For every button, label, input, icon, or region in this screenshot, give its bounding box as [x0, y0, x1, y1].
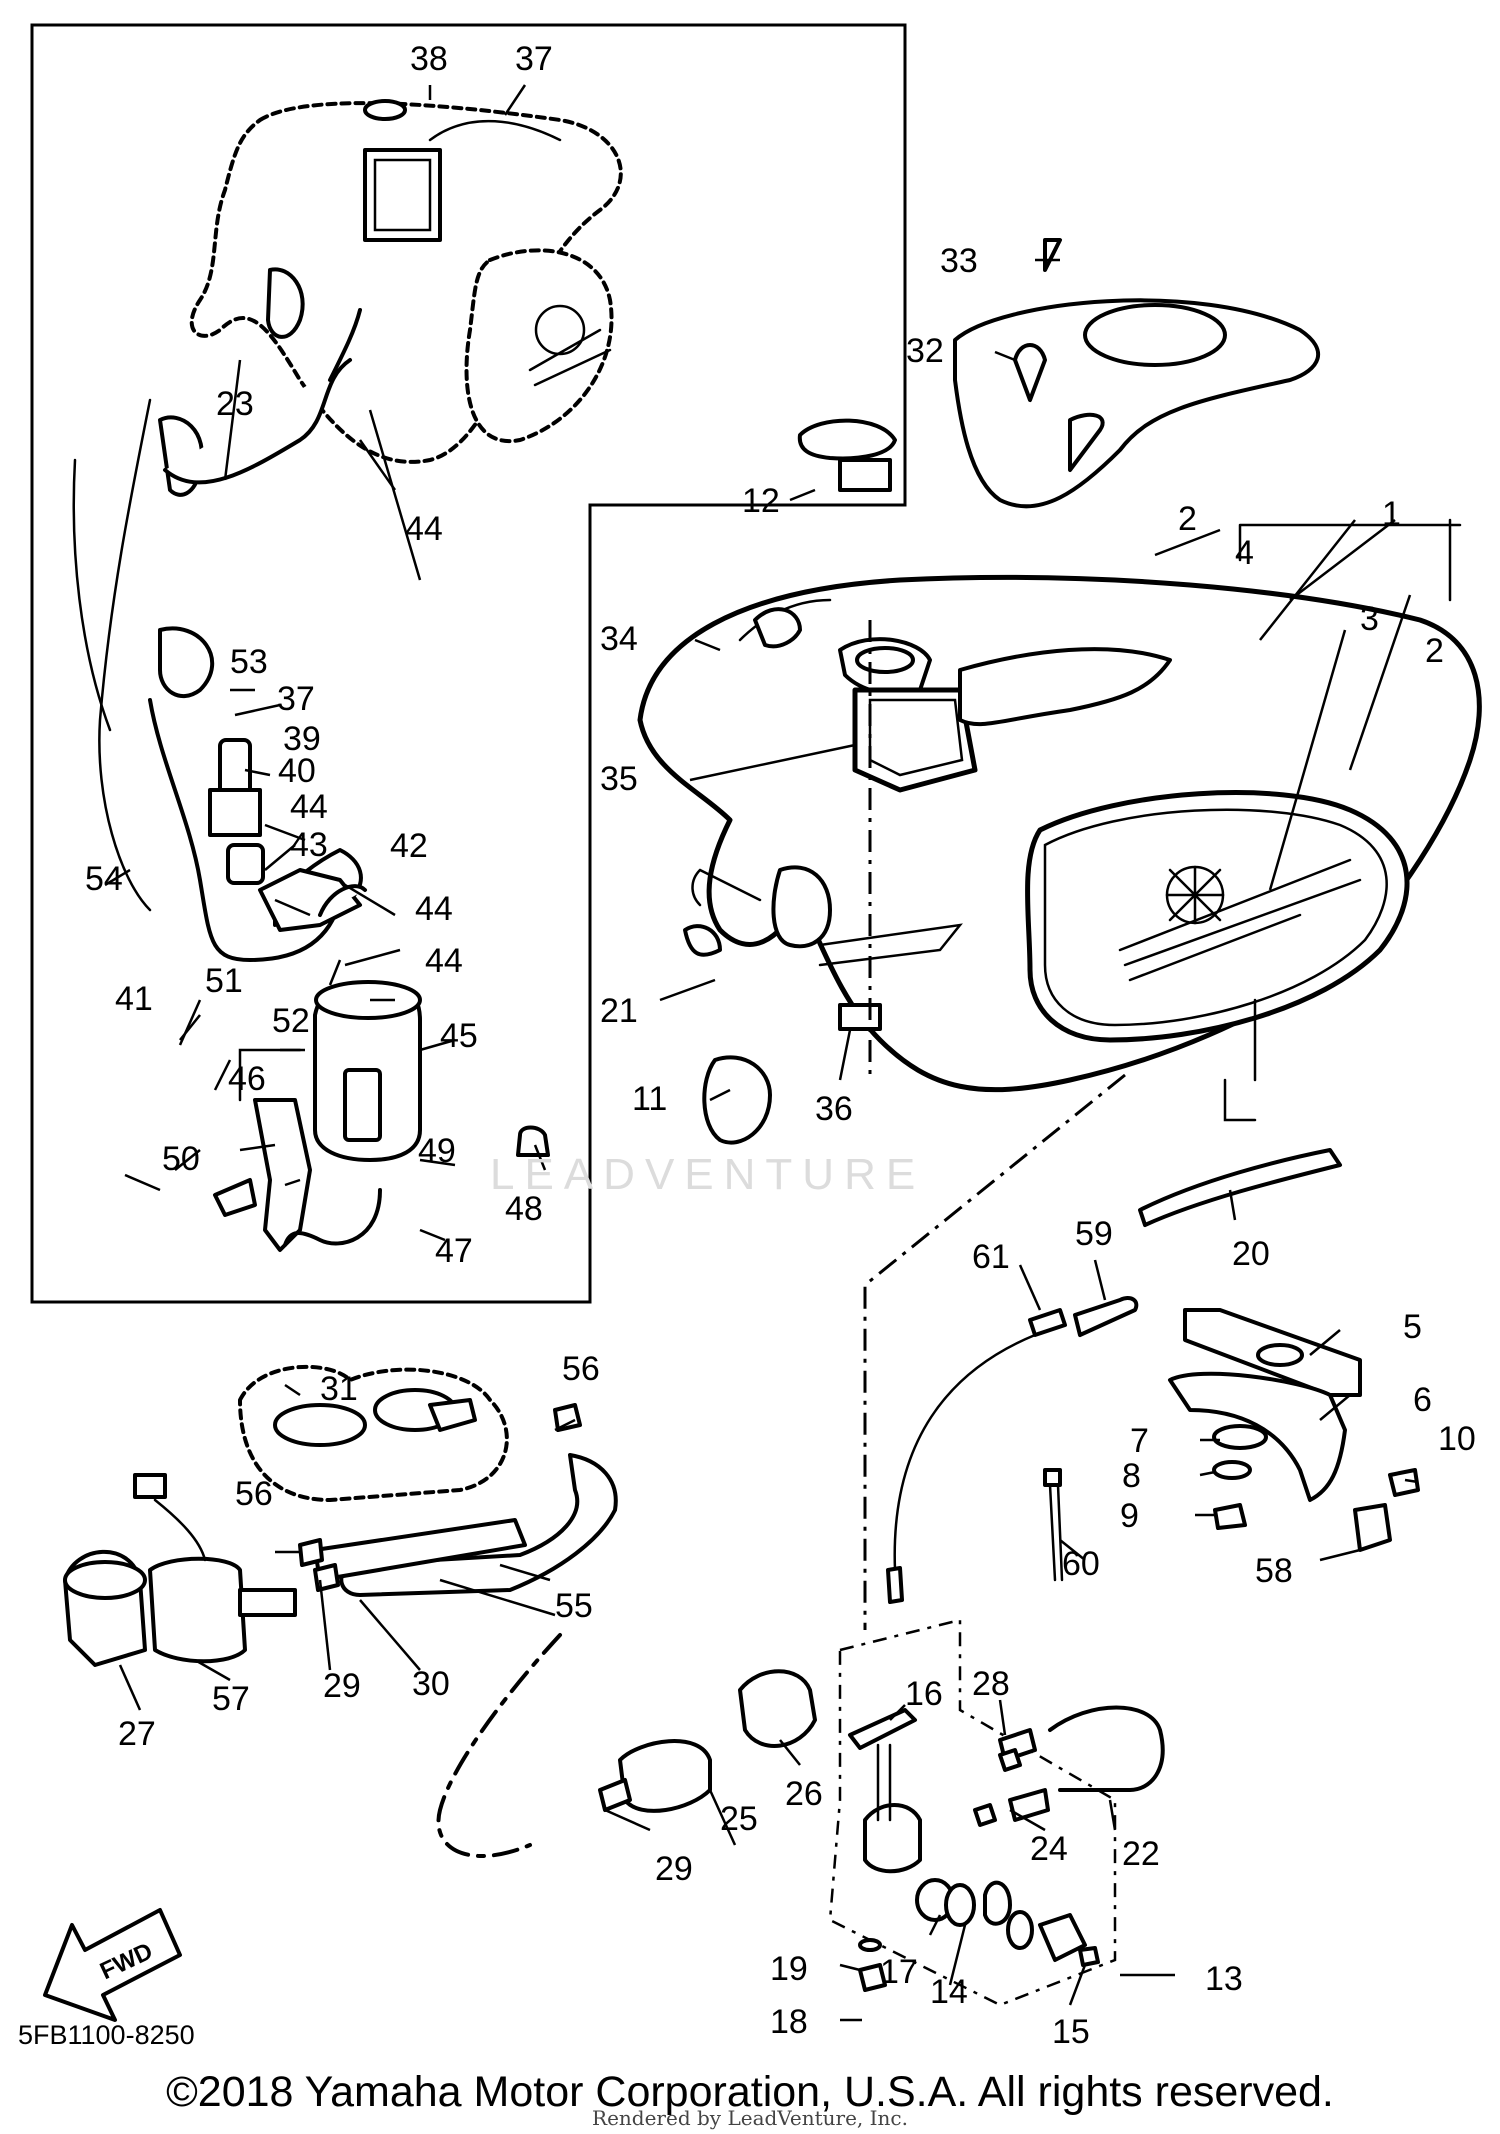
part-label: 34 [600, 620, 638, 658]
part-label: 4 [1235, 534, 1254, 572]
part-label: 5 [1403, 1308, 1422, 1346]
part-label: 43 [290, 826, 328, 864]
part-label: 22 [1122, 1835, 1160, 1873]
part-label: 30 [412, 1665, 450, 1703]
part-label: 16 [905, 1675, 943, 1713]
part-label: 17 [880, 1953, 918, 1991]
part-label: 46 [228, 1060, 266, 1098]
part-label: 44 [405, 510, 443, 548]
part-label: 31 [320, 1370, 358, 1408]
part-label: 44 [425, 942, 463, 980]
part-label: 48 [505, 1190, 543, 1228]
leader-lines [104, 84, 1419, 2022]
part-label: 59 [1075, 1215, 1113, 1253]
part-label: 3 [1360, 600, 1379, 638]
part-label: 21 [600, 992, 638, 1030]
part-label: 14 [930, 1973, 968, 2011]
part-label: 35 [600, 760, 638, 798]
part-label: 44 [290, 788, 328, 826]
fwd-arrow-icon: FWD [43, 1908, 182, 2022]
part-label: 23 [216, 385, 254, 423]
part-label: 10 [1438, 1420, 1476, 1458]
diagram-code: 5FB1100-8250 [18, 2020, 195, 2050]
cable-parts [886, 1296, 1139, 1604]
part-label: 20 [1232, 1235, 1270, 1273]
inset-border [30, 23, 907, 1304]
part-label: 56 [235, 1475, 273, 1513]
tank-cover [797, 238, 1321, 509]
part-label: 39 [283, 720, 321, 758]
part-label: 41 [115, 980, 153, 1018]
watermark: LEADVENTURE [490, 1150, 926, 1199]
part-label: 53 [230, 643, 268, 681]
part-label: 11 [632, 1080, 667, 1118]
part-label: 55 [555, 1587, 593, 1625]
part-label: 13 [1205, 1960, 1243, 1998]
part-label: 24 [1030, 1830, 1068, 1868]
part-label: 9 [1120, 1497, 1139, 1535]
reference-lines [863, 518, 1462, 1630]
part-label: 52 [272, 1002, 310, 1040]
part-label: 44 [415, 890, 453, 928]
part-label: 28 [972, 1665, 1010, 1703]
part-label: 2 [1425, 632, 1444, 670]
inset-tank [189, 99, 623, 464]
part-labels: 1 2 2 3 4 5 6 7 8 9 10 11 12 13 14 15 16… [85, 40, 1476, 2051]
part-label: 56 [562, 1350, 600, 1388]
part-label: 32 [906, 332, 944, 370]
part-label: 50 [162, 1140, 200, 1178]
part-label: 15 [1052, 2013, 1090, 2051]
rendered-by-notice: Rendered by LeadVenture, Inc. [592, 2106, 908, 2130]
part-label: 12 [742, 482, 780, 520]
part-label: 18 [770, 2003, 808, 2041]
part-label: 26 [785, 1775, 823, 1813]
part-label: 33 [940, 242, 978, 280]
part-label: 37 [515, 40, 553, 78]
part-label: 25 [720, 1800, 758, 1838]
part-label: 29 [655, 1850, 693, 1888]
part-label: 60 [1062, 1545, 1100, 1583]
inset-pump-assembly [72, 308, 550, 1252]
part-label: 47 [435, 1232, 473, 1270]
tank-mount-parts [683, 924, 1420, 1552]
copyright-notice: ©2018 Yamaha Motor Corporation, U.S.A. A… [166, 2068, 1334, 2116]
part-label: 54 [85, 860, 123, 898]
intake-parts [63, 1364, 618, 1859]
part-label: 6 [1413, 1381, 1432, 1419]
fuel-tank-main [637, 574, 1482, 1093]
part-label: 45 [440, 1017, 478, 1055]
part-label: 8 [1122, 1457, 1141, 1495]
part-label: 7 [1130, 1422, 1149, 1460]
part-label: 49 [418, 1132, 456, 1170]
part-label: 19 [770, 1950, 808, 1988]
part-label: 1 [1382, 495, 1401, 533]
part-label: 38 [410, 40, 448, 78]
part-label: 61 [972, 1238, 1010, 1276]
part-label: 36 [815, 1090, 853, 1128]
part-label: 58 [1255, 1552, 1293, 1590]
part-label: 37 [277, 680, 315, 718]
part-label: 29 [323, 1667, 361, 1705]
petcock-assembly [598, 1618, 1165, 2007]
part-label: 51 [205, 962, 243, 1000]
part-label: 2 [1178, 500, 1197, 538]
part-label: 40 [278, 752, 316, 790]
part-label: 42 [390, 827, 428, 865]
part-label: 57 [212, 1680, 250, 1718]
part-label: 27 [118, 1715, 156, 1753]
